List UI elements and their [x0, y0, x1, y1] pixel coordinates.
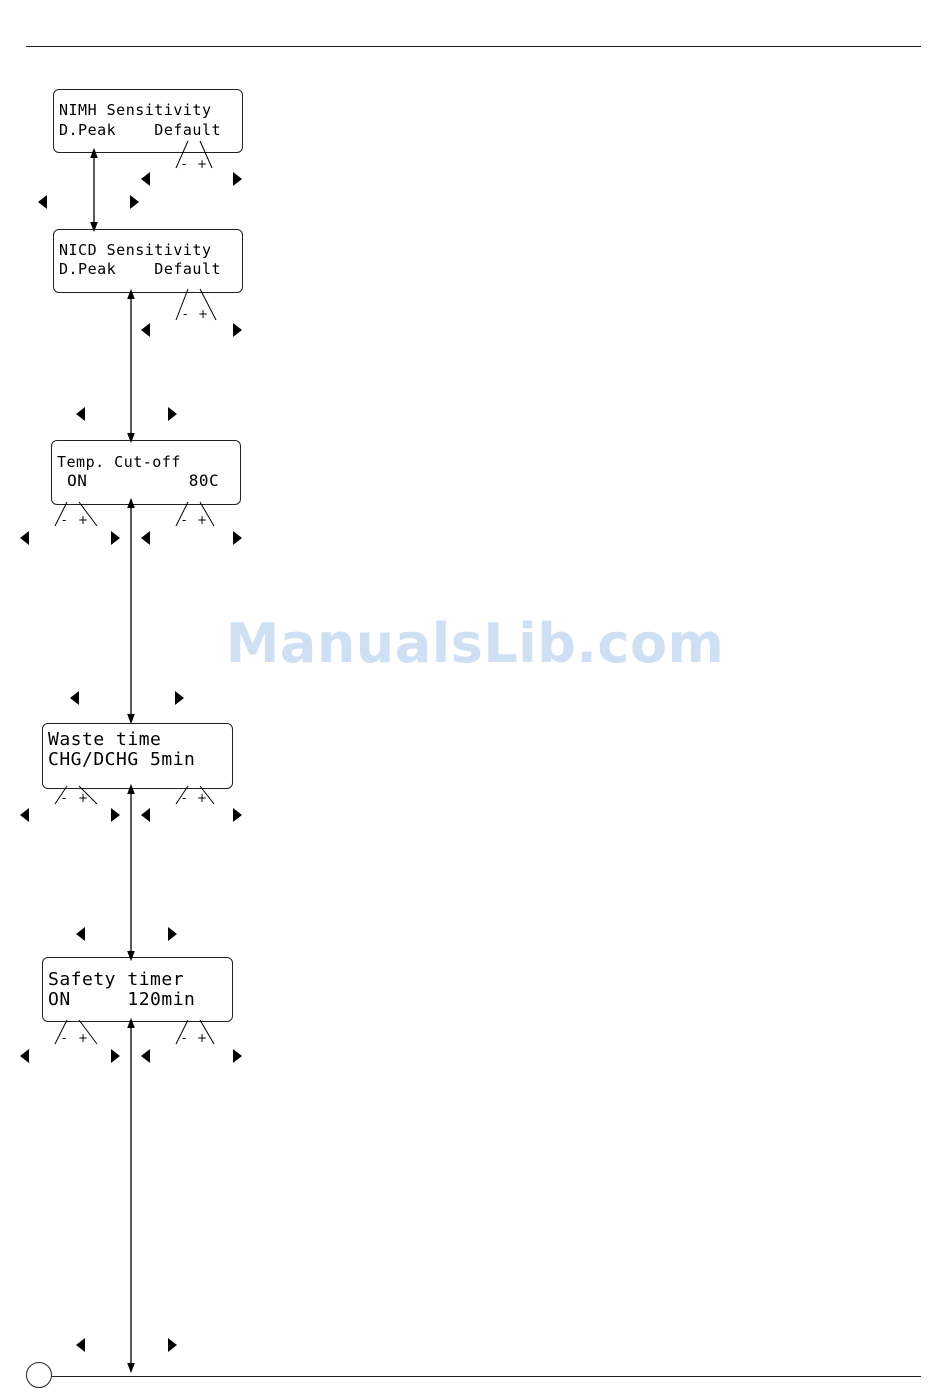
minus-label: - — [182, 158, 186, 170]
lcd-line-2: CHG/DCHG 5min — [48, 751, 228, 769]
lcd-nimh-sensitivity: NIMH Sensitivity D.Peak Default — [53, 89, 243, 153]
left-arrow-icon — [141, 172, 150, 186]
right-arrow-icon — [111, 531, 120, 545]
right-arrow-icon — [233, 1049, 242, 1063]
left-arrow-icon — [76, 927, 85, 941]
lcd-waste-time: Waste time CHG/DCHG 5min — [42, 723, 233, 789]
left-arrow-icon — [76, 407, 85, 421]
plus-label: + — [78, 792, 88, 804]
watermark: ManualsLib.com — [0, 612, 950, 675]
left-arrow-icon — [20, 808, 29, 822]
lcd-line-1: NICD Sensitivity — [59, 243, 238, 258]
plus-label: + — [197, 158, 207, 170]
lcd-line-1: NIMH Sensitivity — [59, 103, 238, 118]
minus-label: - — [182, 514, 186, 526]
plus-label: + — [78, 1032, 88, 1044]
plus-label: + — [198, 308, 208, 320]
left-arrow-icon — [38, 195, 47, 209]
plus-label: + — [197, 1032, 207, 1044]
lcd-line-1: Waste time — [48, 731, 228, 749]
left-arrow-icon — [141, 1049, 150, 1063]
right-arrow-icon — [130, 195, 139, 209]
plus-label: + — [197, 792, 207, 804]
left-arrow-icon — [20, 531, 29, 545]
adjust-lines — [176, 289, 216, 320]
minus-label: - — [62, 1032, 66, 1044]
right-arrow-icon — [233, 172, 242, 186]
lcd-temp-cutoff: Temp. Cut-off ON 80C — [51, 440, 241, 505]
left-arrow-icon — [141, 323, 150, 337]
right-arrow-icon — [168, 1338, 177, 1352]
left-arrow-icon — [141, 808, 150, 822]
left-arrow-icon — [141, 531, 150, 545]
right-arrow-icon — [233, 808, 242, 822]
bottom-rule — [52, 1376, 921, 1377]
lcd-nicd-sensitivity: NICD Sensitivity D.Peak Default — [53, 229, 243, 293]
minus-label: - — [62, 514, 66, 526]
minus-label: - — [182, 792, 186, 804]
left-arrow-icon — [76, 1338, 85, 1352]
right-arrow-icon — [168, 927, 177, 941]
right-arrow-icon — [111, 808, 120, 822]
right-arrow-icon — [111, 1049, 120, 1063]
left-arrow-icon — [20, 1049, 29, 1063]
right-arrow-icon — [233, 323, 242, 337]
lcd-line-2: D.Peak Default — [59, 262, 238, 277]
minus-label: - — [62, 792, 66, 804]
lcd-line-2: ON 120min — [48, 991, 228, 1009]
lcd-line-1: Safety timer — [48, 971, 228, 989]
right-arrow-icon — [168, 407, 177, 421]
right-arrow-icon — [233, 531, 242, 545]
minus-label: - — [182, 1032, 186, 1044]
plus-label: + — [197, 514, 207, 526]
page-number-circle — [26, 1362, 52, 1388]
lcd-line-2: ON 80C — [57, 473, 236, 489]
plus-label: + — [78, 514, 88, 526]
lcd-safety-timer: Safety timer ON 120min — [42, 957, 233, 1022]
left-arrow-icon — [70, 691, 79, 705]
minus-label: - — [183, 308, 187, 320]
right-arrow-icon — [175, 691, 184, 705]
top-rule — [26, 46, 921, 47]
lcd-line-2: D.Peak Default — [59, 123, 238, 138]
lcd-line-1: Temp. Cut-off — [57, 455, 236, 470]
